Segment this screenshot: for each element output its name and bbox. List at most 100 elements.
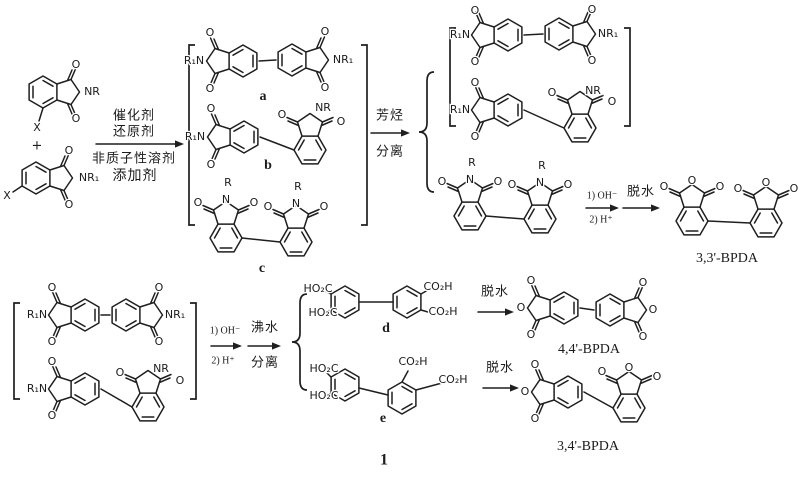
o-label: O — [588, 3, 597, 16]
separation-text: 沸水 — [251, 321, 279, 336]
product-name: 3,4'-BPDA — [557, 439, 620, 454]
step-text: 2) H⁺ — [211, 355, 234, 366]
bracket — [190, 302, 197, 400]
x-label: X — [3, 189, 11, 202]
o-label: O — [65, 198, 74, 211]
o-label: O — [588, 54, 597, 67]
nr1-label: NR₁ — [165, 308, 185, 321]
arrowhead — [233, 342, 242, 350]
o-label: O — [517, 301, 526, 314]
o-label: O — [155, 335, 164, 348]
labels-layer: ONROX+ONR₁OX催化剂还原剂非质子性溶剂添加剂OR₁NOONR₁OaOR… — [2, 2, 800, 470]
o-label: O — [321, 25, 330, 38]
structure-44-bpda — [526, 284, 648, 334]
o-label: O — [548, 86, 557, 99]
dehydration-text: 脱水 — [627, 185, 655, 200]
n-label: N — [292, 197, 300, 210]
brackets-arrows-layer — [13, 27, 660, 400]
o-label: O — [531, 412, 540, 425]
o-label: O — [716, 180, 725, 193]
o-label: O — [639, 330, 648, 343]
nr-label: NR — [84, 85, 100, 98]
o-label: O — [337, 115, 346, 128]
o-label: O — [207, 158, 216, 171]
arrowhead — [510, 384, 519, 392]
acid-label: HO₂C — [309, 389, 338, 402]
figure-number: 1 — [380, 452, 388, 469]
separation-text: 分离 — [251, 355, 279, 371]
nr1-label: NR₁ — [79, 171, 99, 184]
o-label: O — [639, 276, 648, 289]
r1n-label: R₁N — [450, 28, 470, 41]
o-label: O — [320, 200, 329, 213]
n-label: N — [536, 176, 544, 189]
o-label: O — [321, 81, 330, 94]
acid-label: CO₂H — [438, 373, 467, 386]
o-label: O — [207, 102, 216, 115]
separation-text: 分离 — [376, 144, 404, 160]
o-label: O — [155, 281, 164, 294]
structure-34-bpda — [530, 368, 653, 423]
brace — [291, 293, 308, 391]
arrowhead — [175, 140, 184, 148]
o-label: O — [471, 130, 480, 143]
arrowhead — [610, 204, 619, 212]
o-label: O — [598, 365, 607, 378]
compound-letter: c — [259, 261, 265, 276]
r1n-label: R₁N — [184, 54, 204, 67]
structure-reactant-1 — [28, 68, 81, 122]
o-label: O — [471, 4, 480, 17]
structure-intermediate-c — [202, 200, 320, 257]
o-label: O — [72, 58, 81, 71]
product-name: 3,3'-BPDA — [696, 251, 759, 266]
reagent-line: 添加剂 — [113, 168, 158, 184]
arrowhead — [505, 308, 514, 316]
r1n-label: R₁N — [450, 103, 470, 116]
nr-label: NR — [315, 101, 331, 114]
o-label: O — [688, 174, 697, 187]
step-text: 2) H⁺ — [589, 214, 612, 225]
o-label: O — [206, 26, 215, 39]
o-label: O — [116, 366, 125, 379]
o-label: O — [250, 196, 259, 209]
o-label: O — [494, 175, 503, 188]
o-label: O — [660, 180, 669, 193]
structure-separated-b — [470, 86, 604, 143]
structure-separated-a — [470, 10, 597, 59]
r-label: R — [468, 156, 476, 169]
arrowhead — [272, 342, 281, 350]
o-label: O — [65, 144, 74, 157]
bracket — [361, 44, 368, 226]
bracket — [624, 27, 631, 127]
o-label: O — [608, 95, 617, 108]
dehydration-text: 脱水 — [481, 285, 509, 300]
reagent-line: 催化剂 — [113, 109, 155, 124]
r-label: R — [294, 180, 302, 193]
o-label: O — [790, 182, 799, 195]
o-label: O — [48, 335, 57, 348]
acid-label: CO₂H — [398, 355, 427, 368]
arrowhead — [401, 129, 410, 137]
o-label: O — [194, 196, 203, 209]
o-label: O — [531, 358, 540, 371]
o-label: O — [734, 182, 743, 195]
o-label: O — [762, 176, 771, 189]
bracket — [13, 302, 20, 400]
product-name: 4,4'-BPDA — [558, 342, 621, 357]
o-label: O — [48, 281, 57, 294]
n-label: N — [222, 193, 230, 206]
acid-label: CO₂H — [428, 305, 457, 318]
acid-label: HO₂C — [309, 362, 338, 375]
n-label: N — [466, 173, 474, 186]
o-label: O — [508, 178, 517, 191]
bracket — [188, 44, 195, 226]
o-label: O — [48, 355, 57, 368]
bracket — [449, 27, 456, 127]
arrowhead — [651, 204, 660, 212]
o-label: O — [521, 385, 530, 398]
o-label: O — [471, 55, 480, 68]
o-label: O — [625, 361, 634, 374]
acid-label: CO₂H — [423, 280, 452, 293]
